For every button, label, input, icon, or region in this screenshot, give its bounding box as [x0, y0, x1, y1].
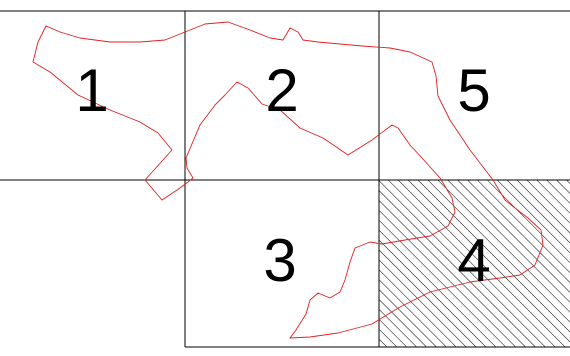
boundary-outline [32, 21, 544, 339]
cell-4-hatch [379, 180, 570, 347]
cell-label-2: 2 [265, 57, 298, 124]
cell-label-5: 5 [457, 57, 490, 124]
grid-lines [0, 10, 570, 348]
cell-label-1: 1 [75, 57, 108, 124]
cell-label-3: 3 [263, 227, 296, 294]
cell-label-4: 4 [457, 227, 490, 294]
